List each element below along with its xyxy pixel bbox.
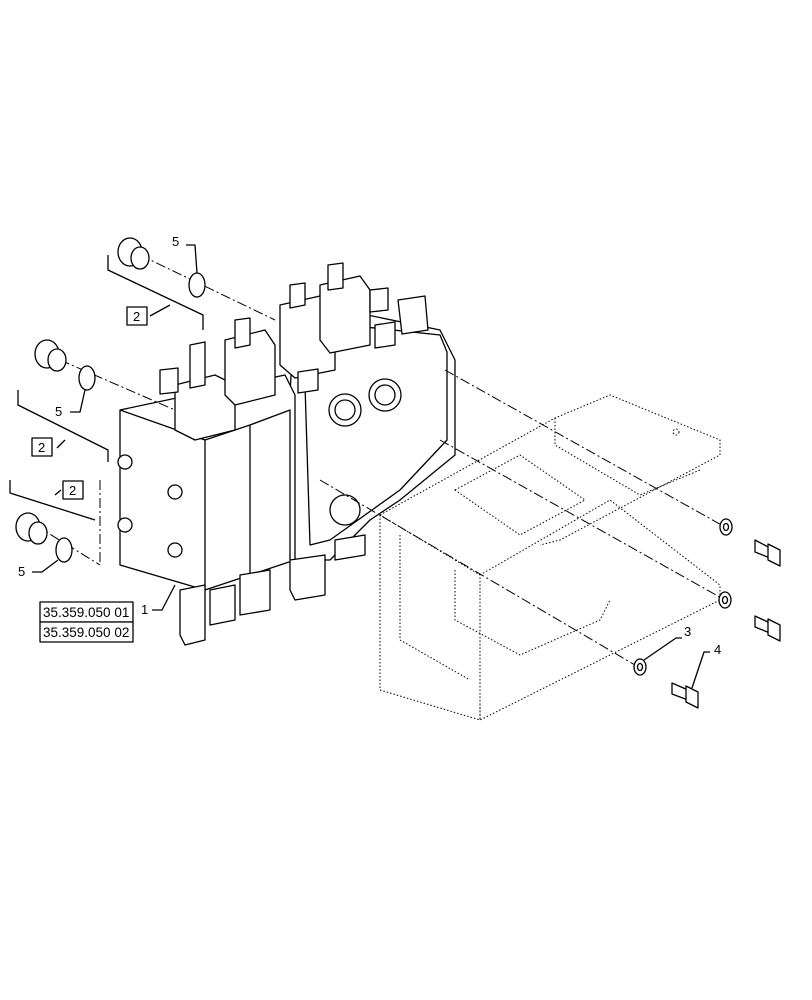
plug-middle (34, 339, 67, 372)
reference-link[interactable]: 35.359.050 02 (39, 621, 134, 643)
callout-2: 2 (69, 483, 76, 498)
reference-text[interactable]: 35.359.050 02 (43, 625, 129, 640)
callout-2: 2 (133, 309, 140, 324)
callout-3: 3 (684, 624, 691, 639)
bolt (754, 539, 781, 567)
callout-1: 1 (141, 602, 148, 617)
callout-5: 5 (55, 404, 62, 419)
callout-4: 4 (714, 642, 721, 657)
plug-upper (117, 237, 150, 270)
callout-2-box (62, 480, 84, 500)
washer (633, 658, 647, 676)
reference-link[interactable]: 35.359.050 01 (39, 601, 134, 623)
bolt (671, 682, 699, 709)
centerlines (34, 254, 726, 666)
callout-5: 5 (18, 564, 25, 579)
reference-text[interactable]: 35.359.050 01 (43, 605, 129, 620)
callout-2-box (126, 306, 148, 326)
washer (718, 591, 732, 609)
washer (719, 518, 733, 536)
o-ring-upper (188, 272, 206, 298)
callout-2-box (31, 437, 53, 457)
control-valve-assembly (117, 262, 456, 646)
bolt (754, 615, 781, 642)
callout-2: 2 (38, 440, 45, 455)
plug-lower (15, 512, 48, 545)
callout-5: 5 (172, 234, 179, 249)
leader-lines (9, 244, 710, 689)
o-ring-lower (55, 537, 73, 563)
o-ring-middle (78, 365, 96, 391)
